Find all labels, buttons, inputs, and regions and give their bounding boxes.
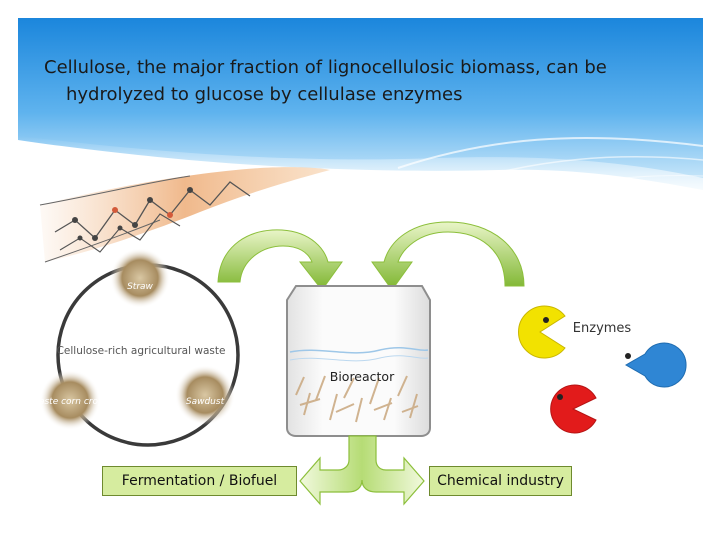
bioreactor-label: Bioreactor — [330, 369, 395, 384]
arrow-enzymes-to-bioreactor — [371, 221, 525, 291]
enzymes-label: Enzymes — [573, 321, 632, 336]
output-box-chemical: Chemical industry — [429, 466, 572, 496]
enzyme-yellow-icon — [518, 305, 566, 359]
arrow-waste-to-bioreactor — [217, 229, 343, 291]
slide-title-line2: hydrolyzed to glucose by cellulase enzym… — [66, 84, 463, 105]
slide-title: Cellulose, the major fraction of lignoce… — [44, 54, 664, 108]
waste-cycle-center-label: Cellulose-rich agricultural waste — [57, 345, 226, 357]
enzyme-red-icon — [550, 384, 597, 434]
straw-image — [110, 248, 170, 308]
source-label-sawdust: Sawdust — [186, 397, 225, 407]
bioreactor: Bioreactor — [286, 285, 431, 437]
waste-cycle: Straw waste corn crops Sawdust Cellulose… — [32, 248, 240, 447]
enzymes: Enzymes — [518, 305, 687, 434]
corn-crops-image — [40, 370, 100, 430]
slide-title-line1: Cellulose, the major fraction of lignoce… — [44, 57, 607, 78]
output-label-fermentation: Fermentation / Biofuel — [121, 473, 278, 489]
source-label-straw: Straw — [127, 282, 153, 292]
sawdust-image — [175, 365, 235, 425]
arrow-bioreactor-to-outputs — [299, 435, 425, 506]
enzyme-blue-icon — [625, 342, 687, 388]
output-label-chemical: Chemical industry — [437, 473, 564, 489]
cellulose-fiber-illustration — [39, 167, 330, 263]
output-box-fermentation: Fermentation / Biofuel — [102, 466, 297, 496]
source-label-corn: waste corn crops — [32, 397, 109, 407]
